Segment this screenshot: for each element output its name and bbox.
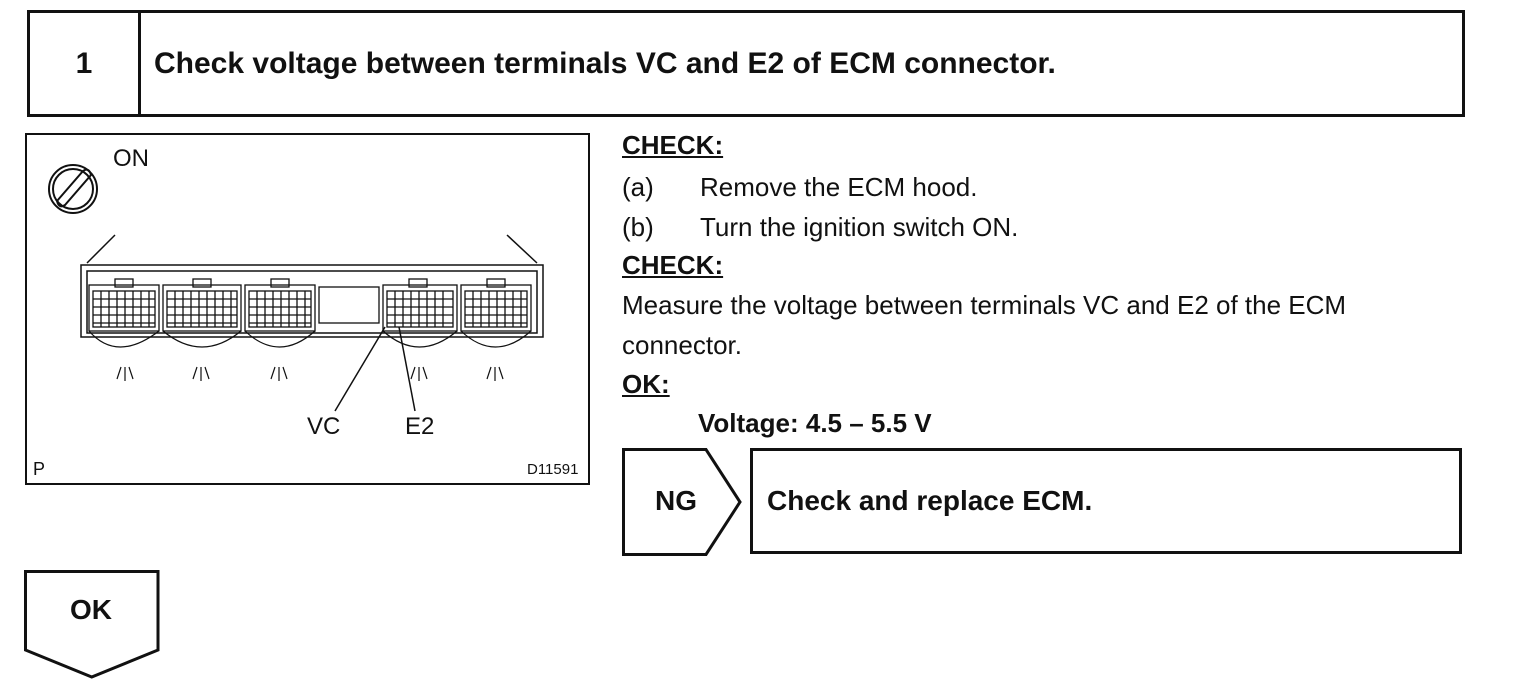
ecm-body (80, 234, 544, 338)
terminal-vc-label: VC (307, 413, 341, 440)
terminal-e2-label: E2 (405, 413, 435, 440)
figure-corner-label: P (33, 459, 46, 479)
ecm-connector-illustration (48, 164, 544, 412)
ng-action-text: Check and replace ECM. (767, 485, 1093, 516)
check-item-b-text: Turn the ignition switch ON. (700, 212, 1019, 242)
ng-action-box: Check and replace ECM. (750, 448, 1462, 554)
ignition-key-icon (48, 164, 98, 214)
check-heading-1: CHECK: (622, 130, 724, 160)
ok-arrow-shape (24, 570, 160, 679)
connector-blocks (88, 278, 532, 332)
figure-id: D11591 (527, 461, 579, 478)
ok-label: OK (70, 594, 112, 625)
check-item-b: (b) Turn the ignition switch ON. (622, 212, 1018, 243)
step-title: Check voltage between terminals VC and E… (154, 46, 1056, 80)
check-item-a-text: Remove the ECM hood. (700, 172, 978, 202)
wire-harness (88, 330, 532, 381)
step-header: 1 Check voltage between terminals VC and… (27, 10, 1465, 117)
ignition-on-label: ON (113, 145, 149, 172)
leader-lines (334, 326, 416, 412)
ng-label: NG (655, 485, 697, 516)
check-item-b-marker: (b) (622, 212, 654, 242)
ecm-connector-figure: ON VC E2 P D11591 (25, 133, 590, 485)
measure-instruction-line1: Measure the voltage between terminals VC… (622, 290, 1347, 320)
check-item-a: (a) Remove the ECM hood. (622, 172, 977, 203)
ok-heading: OK: (622, 369, 670, 399)
check-item-a-marker: (a) (622, 172, 654, 202)
voltage-spec: Voltage: 4.5 – 5.5 V (698, 408, 932, 438)
check-heading-2: CHECK: (622, 250, 724, 280)
ng-arrow-shape (622, 448, 742, 556)
measure-instruction-line2: connector. (622, 330, 742, 360)
step-number: 1 (30, 13, 141, 114)
